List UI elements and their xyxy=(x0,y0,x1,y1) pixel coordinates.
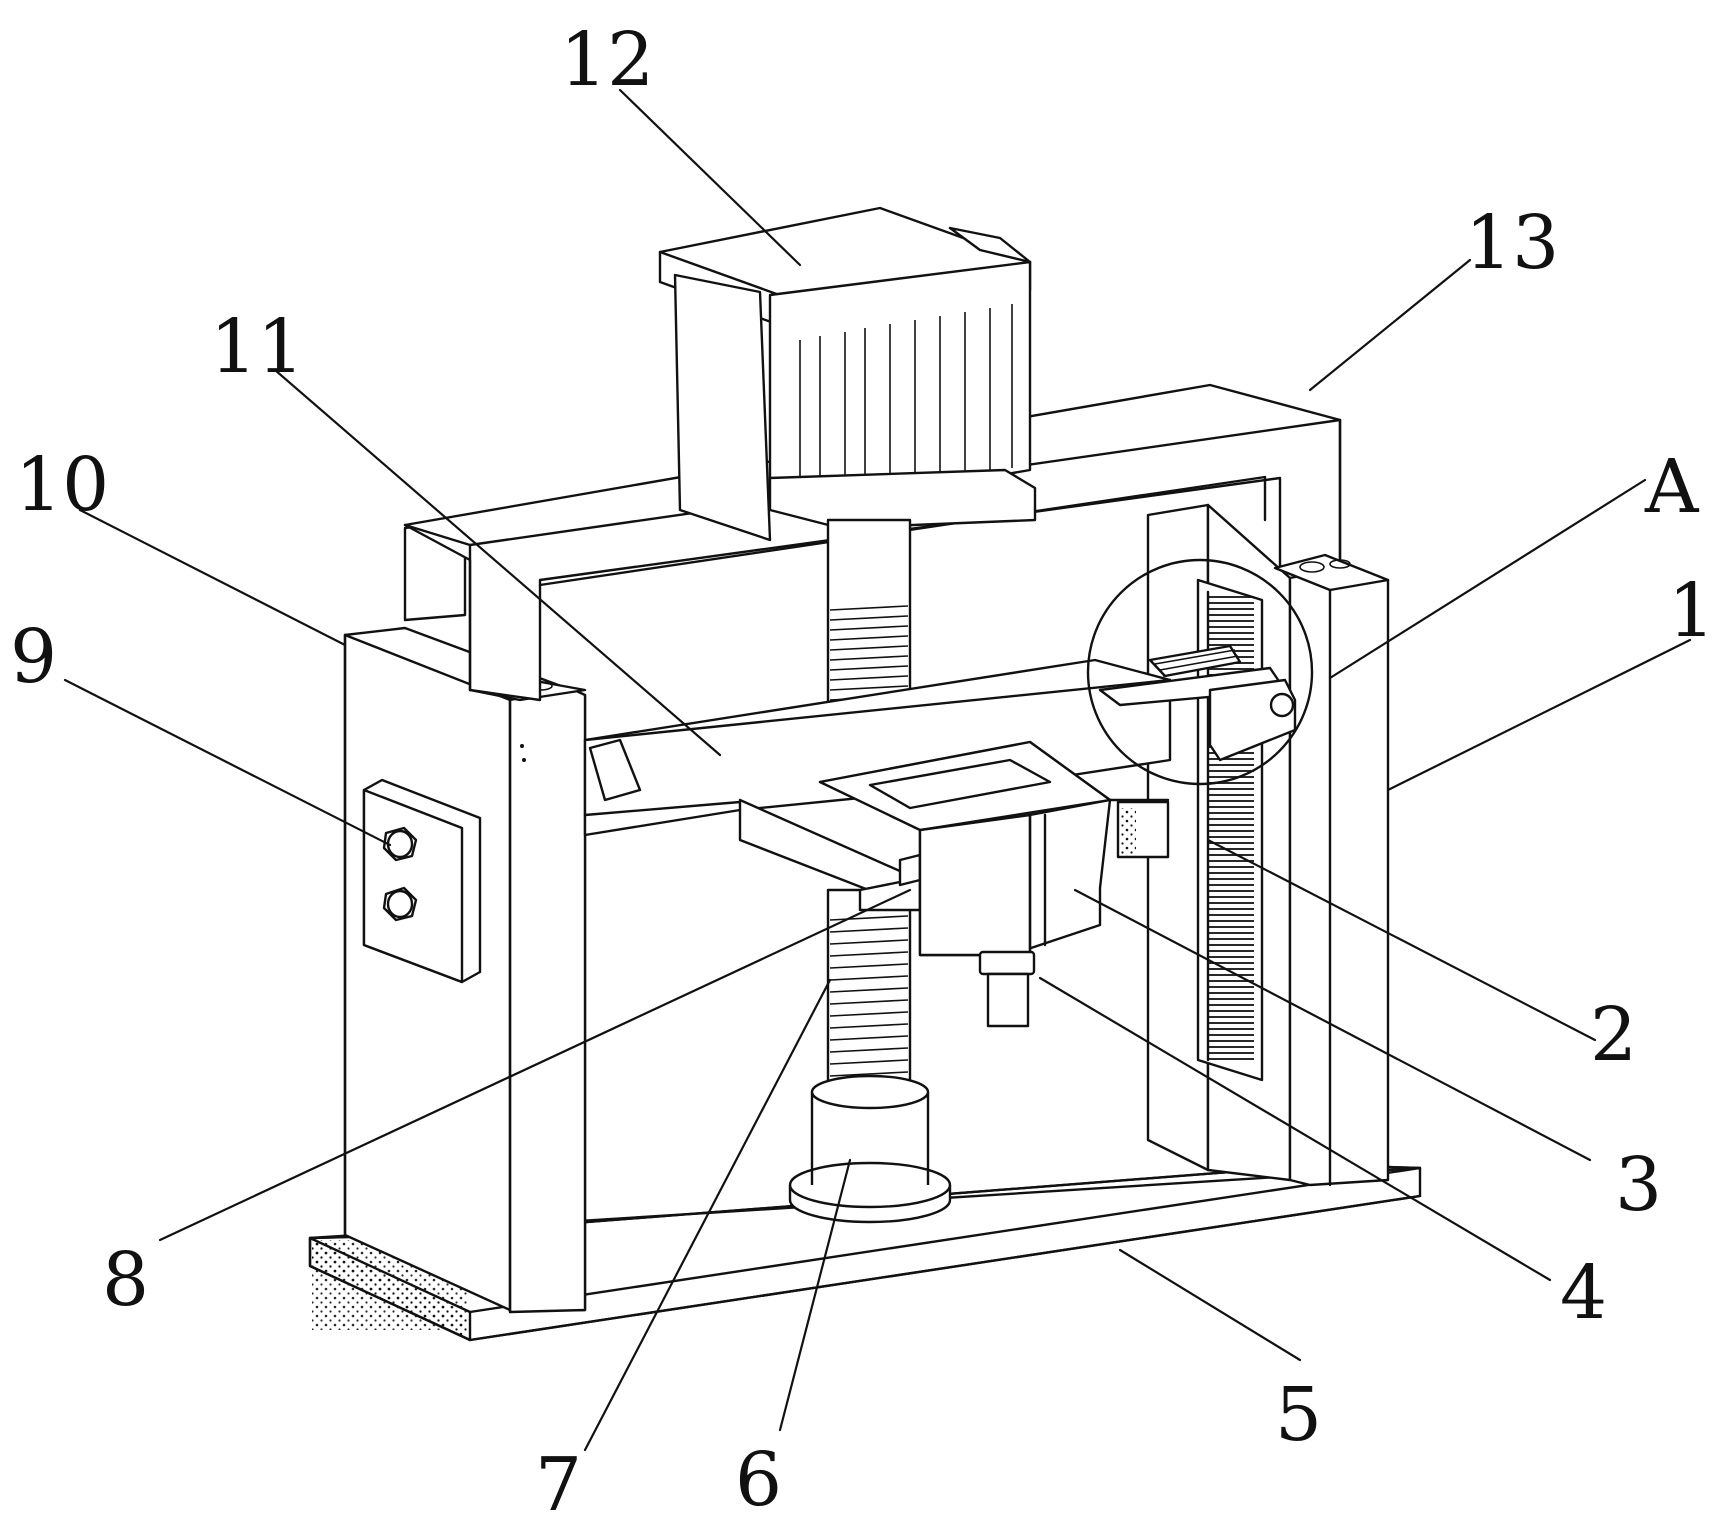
tool-head xyxy=(818,740,1170,1028)
base-plate xyxy=(308,1163,1422,1342)
detail-A xyxy=(1086,558,1314,786)
callout-3: 3 xyxy=(1615,1142,1662,1228)
callout-labels: 12 13 11 10 9 A 1 2 3 4 5 6 7 8 xyxy=(10,17,1715,1528)
callout-8: 8 xyxy=(102,1237,149,1323)
lead-screw xyxy=(788,518,952,1224)
callout-11: 11 xyxy=(210,304,304,390)
callout-5: 5 xyxy=(1275,1372,1322,1458)
right-column xyxy=(1146,503,1390,1187)
callout-2: 2 xyxy=(1590,992,1637,1078)
callout-1: 1 xyxy=(1668,568,1715,654)
callout-9: 9 xyxy=(10,614,57,700)
callout-A: A xyxy=(1644,444,1700,530)
callout-4: 4 xyxy=(1560,1250,1607,1336)
callout-13: 13 xyxy=(1465,200,1559,286)
leader-lines xyxy=(63,88,1692,1452)
control-box xyxy=(362,778,482,984)
callout-7: 7 xyxy=(535,1442,582,1528)
callout-12: 12 xyxy=(560,17,654,103)
callout-10: 10 xyxy=(15,442,109,528)
motor xyxy=(658,206,1037,542)
sliding-beam xyxy=(583,658,1172,912)
top-gantry xyxy=(403,383,1342,702)
callout-6: 6 xyxy=(735,1437,782,1523)
